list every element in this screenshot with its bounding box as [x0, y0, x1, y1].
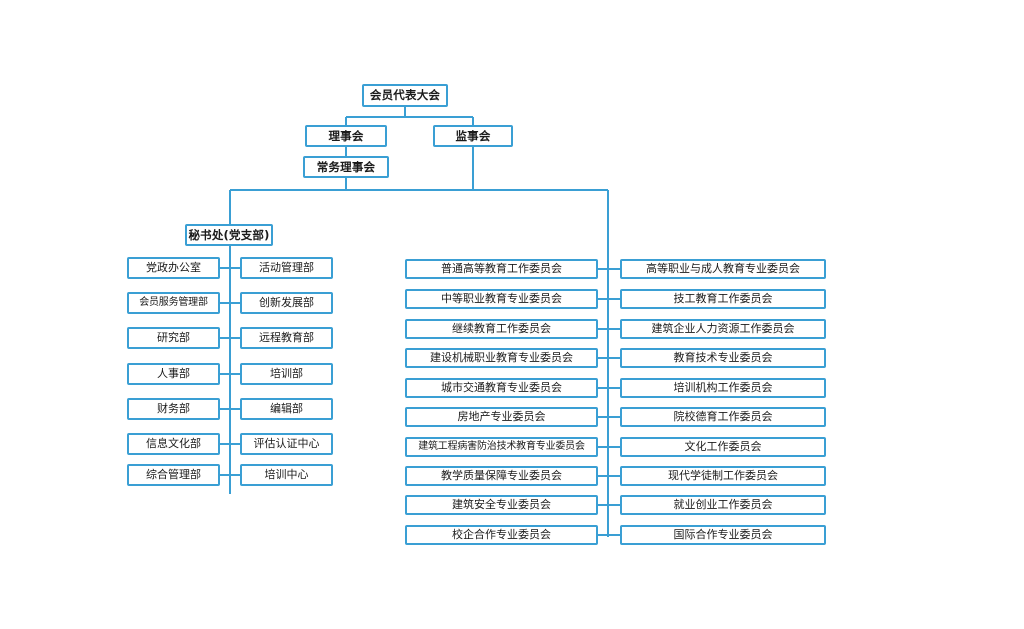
node-label: 监事会	[455, 128, 491, 143]
department-left-4[interactable]: 人事部	[127, 363, 220, 385]
node-label: 院校德育工作委员会	[673, 410, 773, 424]
department-left-2[interactable]: 会员服务管理部	[127, 292, 220, 314]
node-label: 培训中心	[264, 468, 309, 482]
node-label: 中等职业教育专业委员会	[441, 292, 562, 306]
committee-right-2[interactable]: 技工教育工作委员会	[620, 289, 826, 309]
node-label: 教育技术专业委员会	[673, 351, 773, 365]
node-standing-board[interactable]: 常务理事会	[303, 156, 389, 178]
committee-left-4[interactable]: 建设机械职业教育专业委员会	[405, 348, 598, 368]
committee-right-8[interactable]: 现代学徒制工作委员会	[620, 466, 826, 486]
committee-right-3[interactable]: 建筑企业人力资源工作委员会	[620, 319, 826, 339]
node-label: 活动管理部	[259, 261, 314, 275]
node-label: 国际合作专业委员会	[673, 528, 773, 542]
node-label: 房地产专业委员会	[457, 410, 546, 424]
department-right-1[interactable]: 活动管理部	[240, 257, 333, 279]
department-left-7[interactable]: 综合管理部	[127, 464, 220, 486]
committee-left-2[interactable]: 中等职业教育专业委员会	[405, 289, 598, 309]
committee-left-8[interactable]: 教学质量保障专业委员会	[405, 466, 598, 486]
department-right-2[interactable]: 创新发展部	[240, 292, 333, 314]
committee-right-6[interactable]: 院校德育工作委员会	[620, 407, 826, 427]
committee-left-10[interactable]: 校企合作专业委员会	[405, 525, 598, 545]
node-label: 城市交通教育专业委员会	[441, 381, 562, 395]
node-label: 培训机构工作委员会	[673, 381, 773, 395]
node-label: 远程教育部	[259, 331, 314, 345]
node-secretariat[interactable]: 秘书处(党支部)	[185, 224, 273, 246]
node-label: 财务部	[157, 402, 190, 416]
node-label: 培训部	[270, 367, 303, 381]
node-label: 会员代表大会	[369, 88, 441, 103]
node-label: 秘书处(党支部)	[188, 227, 270, 242]
committee-right-9[interactable]: 就业创业工作委员会	[620, 495, 826, 515]
node-label: 理事会	[328, 128, 364, 143]
node-label: 编辑部	[270, 402, 303, 416]
node-label: 建筑安全专业委员会	[452, 498, 551, 512]
committee-left-1[interactable]: 普通高等教育工作委员会	[405, 259, 598, 279]
node-label: 评估认证中心	[253, 437, 320, 451]
node-label: 技工教育工作委员会	[673, 292, 773, 306]
committee-left-5[interactable]: 城市交通教育专业委员会	[405, 378, 598, 398]
department-right-5[interactable]: 编辑部	[240, 398, 333, 420]
department-left-5[interactable]: 财务部	[127, 398, 220, 420]
node-label: 教学质量保障专业委员会	[441, 469, 562, 483]
committee-right-1[interactable]: 高等职业与成人教育专业委员会	[620, 259, 826, 279]
node-label: 会员服务管理部	[139, 296, 208, 308]
node-label: 现代学徒制工作委员会	[668, 469, 778, 483]
node-label: 校企合作专业委员会	[452, 528, 551, 542]
node-label: 建筑工程病害防治技术教育专业委员会	[418, 440, 585, 452]
department-right-4[interactable]: 培训部	[240, 363, 333, 385]
committee-left-9[interactable]: 建筑安全专业委员会	[405, 495, 598, 515]
committee-right-4[interactable]: 教育技术专业委员会	[620, 348, 826, 368]
node-label: 信息文化部	[146, 437, 201, 451]
node-label: 常务理事会	[316, 159, 376, 174]
node-member-assembly[interactable]: 会员代表大会	[362, 84, 448, 107]
department-left-1[interactable]: 党政办公室	[127, 257, 220, 279]
department-right-7[interactable]: 培训中心	[240, 464, 333, 486]
department-left-6[interactable]: 信息文化部	[127, 433, 220, 455]
node-label: 党政办公室	[146, 261, 201, 275]
node-label: 文化工作委员会	[684, 440, 762, 454]
node-label: 创新发展部	[259, 296, 314, 310]
node-label: 继续教育工作委员会	[452, 322, 551, 336]
node-board-of-supervisors[interactable]: 监事会	[433, 125, 513, 147]
node-label: 就业创业工作委员会	[673, 498, 773, 512]
node-label: 研究部	[157, 331, 190, 345]
committee-right-5[interactable]: 培训机构工作委员会	[620, 378, 826, 398]
committee-left-3[interactable]: 继续教育工作委员会	[405, 319, 598, 339]
department-right-3[interactable]: 远程教育部	[240, 327, 333, 349]
committee-right-10[interactable]: 国际合作专业委员会	[620, 525, 826, 545]
node-label: 综合管理部	[146, 468, 201, 482]
committee-left-6[interactable]: 房地产专业委员会	[405, 407, 598, 427]
department-left-3[interactable]: 研究部	[127, 327, 220, 349]
department-right-6[interactable]: 评估认证中心	[240, 433, 333, 455]
node-label: 建筑企业人力资源工作委员会	[651, 322, 795, 336]
node-label: 高等职业与成人教育专业委员会	[646, 262, 800, 276]
node-label: 建设机械职业教育专业委员会	[430, 351, 573, 365]
node-label: 普通高等教育工作委员会	[441, 262, 562, 276]
node-board-of-directors[interactable]: 理事会	[305, 125, 387, 147]
node-label: 人事部	[157, 367, 190, 381]
committee-right-7[interactable]: 文化工作委员会	[620, 437, 826, 457]
committee-left-7[interactable]: 建筑工程病害防治技术教育专业委员会	[405, 437, 598, 457]
